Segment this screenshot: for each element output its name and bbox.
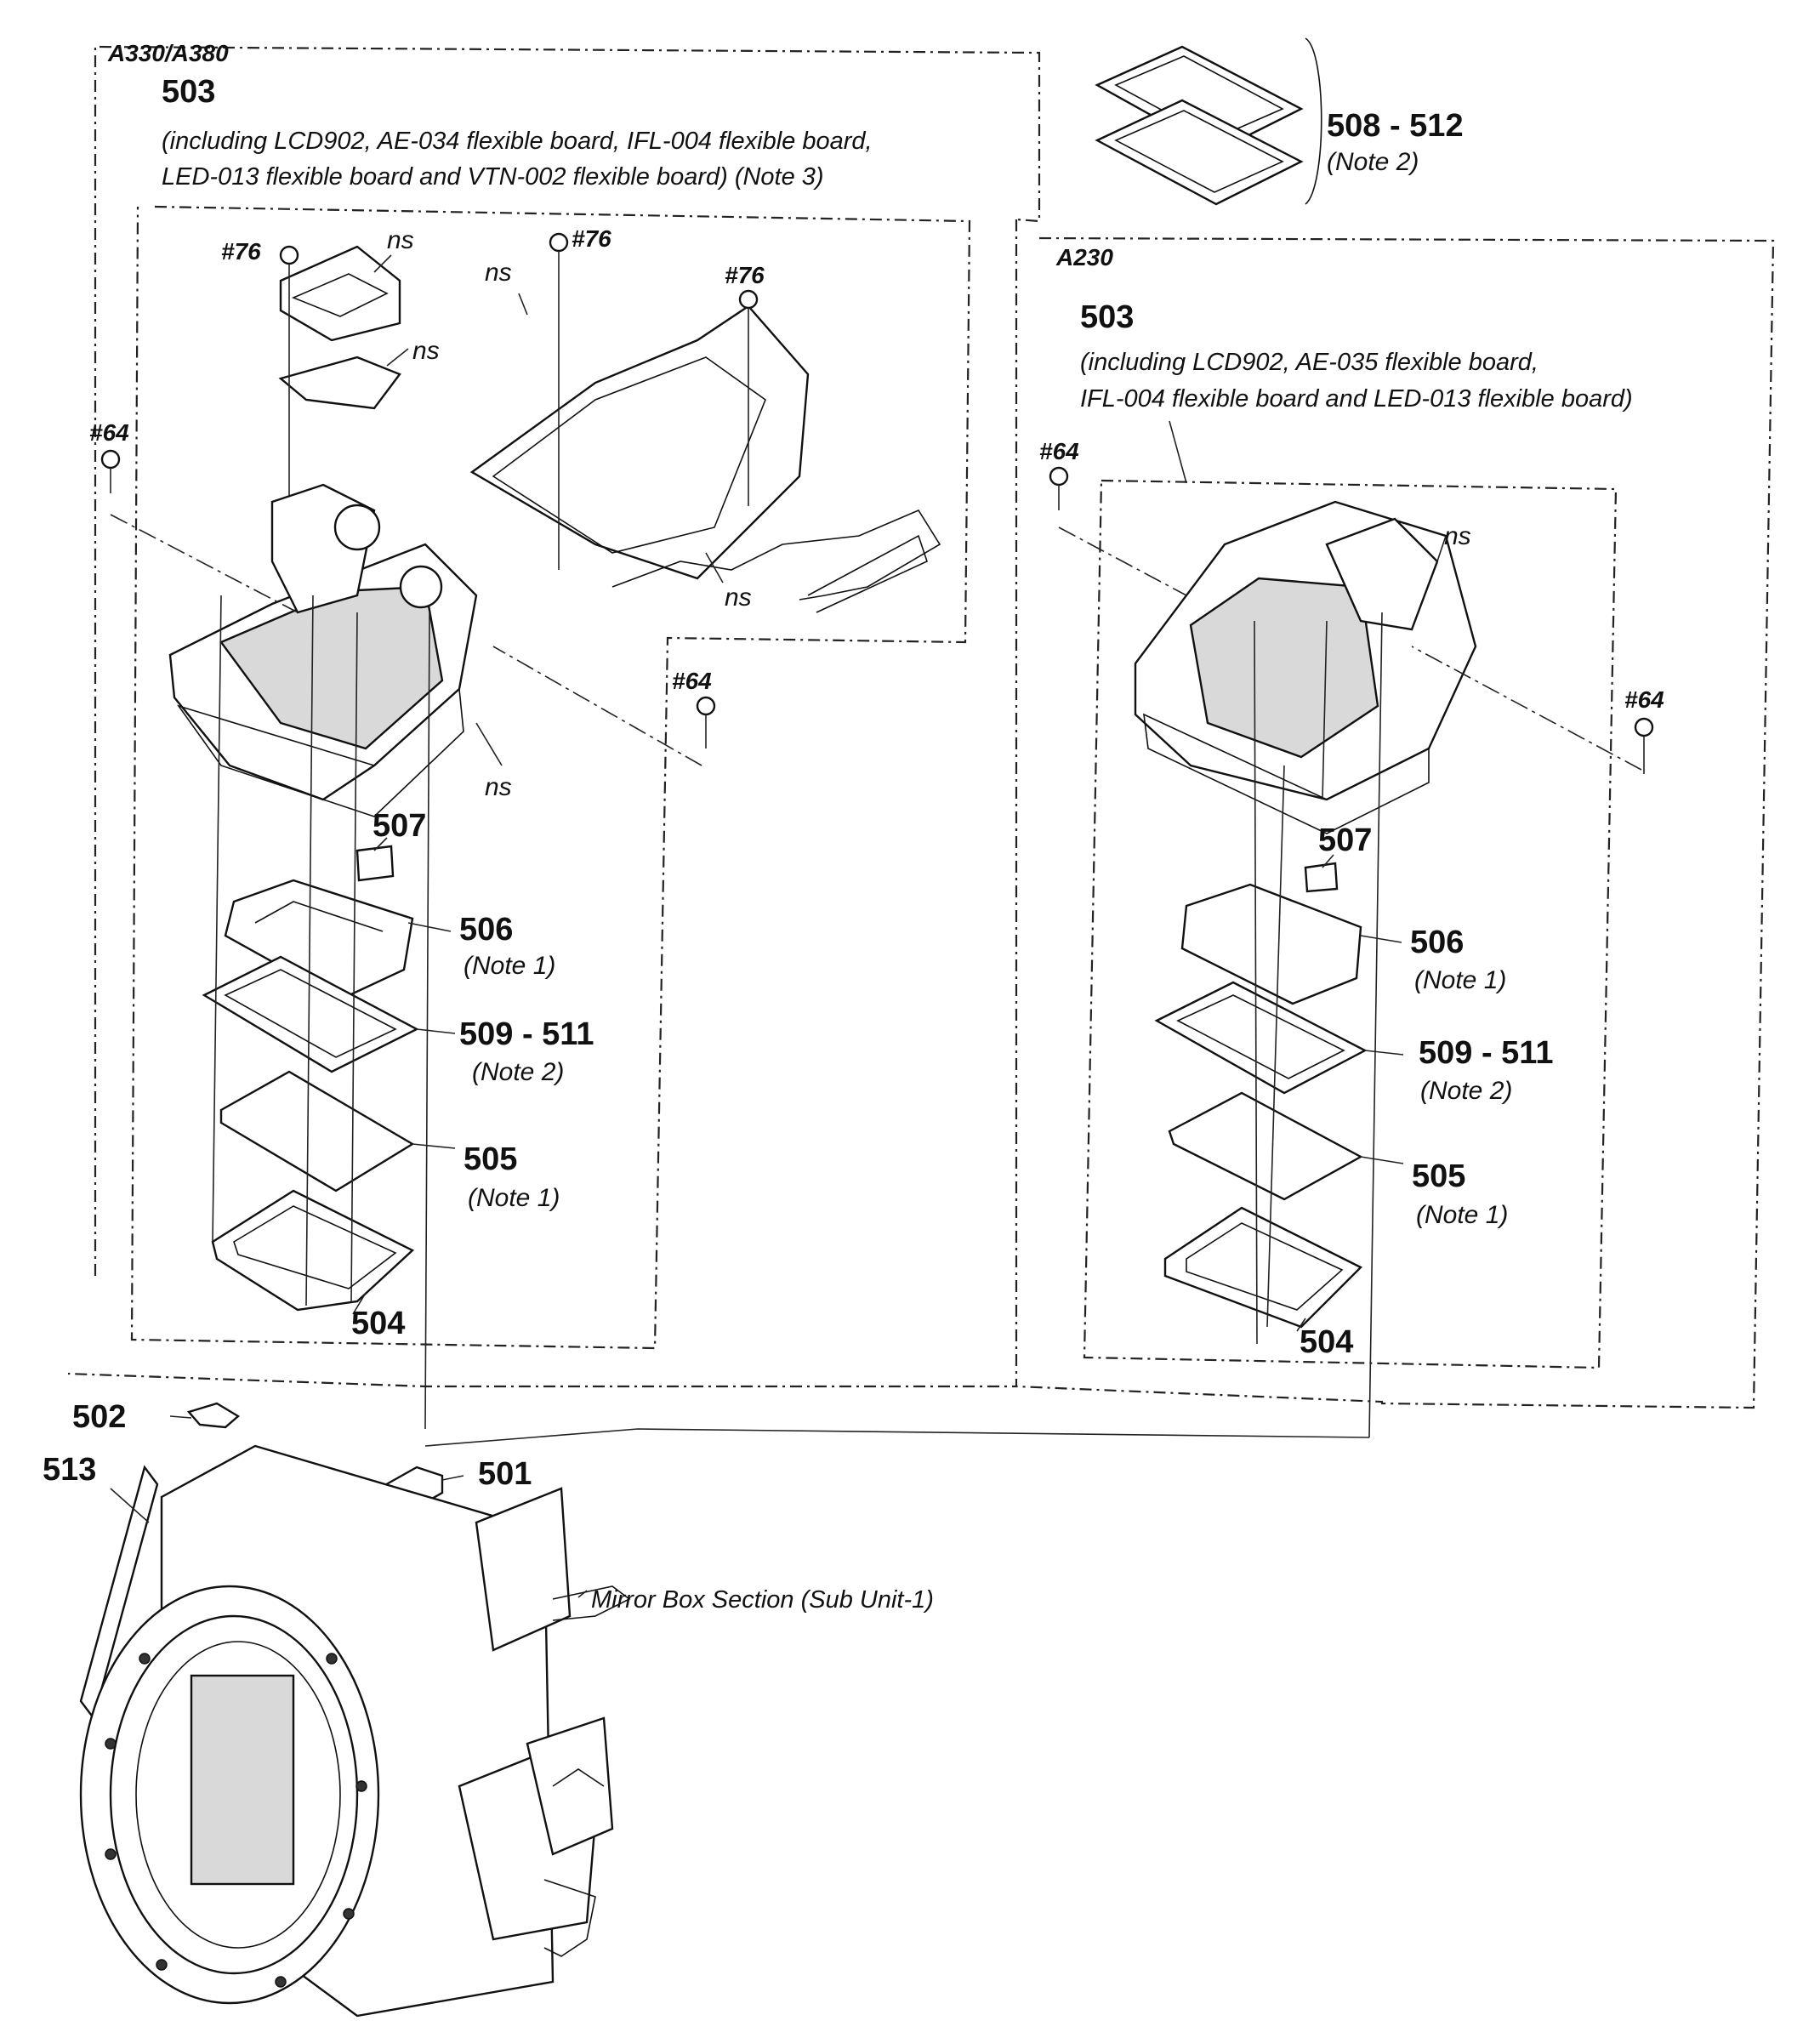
left-part-503-desc-line1: (including LCD902, AE-034 flexible board… <box>162 128 873 155</box>
right-part-504-number: 504 <box>1300 1324 1353 1360</box>
right-part-505-number: 505 <box>1412 1158 1465 1194</box>
right-part-505-note: (Note 1) <box>1416 1201 1508 1229</box>
right-ns-label: ns <box>1444 522 1471 550</box>
boundary-a330-a380-lower <box>67 219 1018 1388</box>
left-labels: A330/A380 503 (including LCD902, AE-034 … <box>89 40 873 1341</box>
right-part-503-desc-line1: (including LCD902, AE-035 flexible board… <box>1080 349 1538 376</box>
left-screw-64-b-label: #64 <box>672 668 712 694</box>
right-part-506-number: 506 <box>1410 925 1464 960</box>
right-models-label: A230 <box>1055 244 1113 270</box>
right-part-503-number: 503 <box>1080 299 1134 335</box>
boundary-left-inner <box>130 205 971 1350</box>
left-models-label: A330/A380 <box>107 40 229 66</box>
boundary-a330-a380 <box>94 45 1041 1276</box>
left-screw-76-a-label: #76 <box>221 238 261 265</box>
part-502-number: 502 <box>72 1399 126 1435</box>
left-part-504-number: 504 <box>351 1306 405 1341</box>
left-part-505-note: (Note 1) <box>468 1184 560 1212</box>
left-part-507-number: 507 <box>373 808 426 844</box>
left-ns-5-label: ns <box>485 773 512 801</box>
left-screw-64-a-label: #64 <box>89 419 129 446</box>
right-part-506-note: (Note 1) <box>1414 966 1506 994</box>
group-boundaries <box>67 45 1775 1409</box>
mirror-box-section-label: Mirror Box Section (Sub Unit-1) <box>591 1586 934 1614</box>
left-ns-2-label: ns <box>412 337 440 365</box>
top-right-labels: 508 - 512 (Note 2) <box>1327 108 1464 176</box>
left-part-503-desc-line2: LED-013 flexible board and VTN-002 flexi… <box>162 163 824 191</box>
part-508-512-number: 508 - 512 <box>1327 108 1464 144</box>
part-501-number: 501 <box>478 1456 532 1492</box>
gaskets-508-512 <box>1095 37 1322 206</box>
left-assembly <box>100 232 941 1430</box>
left-ns-3-label: ns <box>485 259 512 287</box>
right-screw-64-a-label: #64 <box>1039 438 1079 464</box>
left-screw-76-b-label: #76 <box>572 225 611 252</box>
boundary-a230-inner <box>1083 479 1618 1369</box>
bottom-labels: 502 513 501 Mirror Box Section (Sub Unit… <box>43 1399 934 1614</box>
right-part-507-number: 507 <box>1318 822 1372 858</box>
part-508-512-note: (Note 2) <box>1327 148 1419 176</box>
boundary-a230-outer <box>1015 236 1775 1409</box>
right-part-509-511-note: (Note 2) <box>1420 1077 1512 1105</box>
mirror-box-section <box>79 1402 631 2018</box>
right-screw-64-b-label: #64 <box>1624 686 1664 713</box>
right-part-509-511-number: 509 - 511 <box>1419 1035 1553 1071</box>
part-513-number: 513 <box>43 1452 96 1488</box>
left-ns-4-label: ns <box>725 583 752 612</box>
right-part-503-desc-line2: IFL-004 flexible board and LED-013 flexi… <box>1080 385 1633 413</box>
left-part-505-number: 505 <box>464 1141 517 1177</box>
left-screw-76-c-label: #76 <box>725 262 765 288</box>
connector-right-to-mirror-box <box>424 1428 1370 1447</box>
right-assembly <box>1049 466 1654 1438</box>
left-part-509-511-number: 509 - 511 <box>459 1016 594 1052</box>
left-part-503-number: 503 <box>162 74 215 110</box>
left-part-509-511-note: (Note 2) <box>472 1058 564 1086</box>
left-ns-1-label: ns <box>387 226 414 254</box>
left-part-506-number: 506 <box>459 912 513 948</box>
left-part-506-note: (Note 1) <box>464 952 555 980</box>
right-labels: A230 503 (including LCD902, AE-035 flexi… <box>1039 244 1664 1360</box>
